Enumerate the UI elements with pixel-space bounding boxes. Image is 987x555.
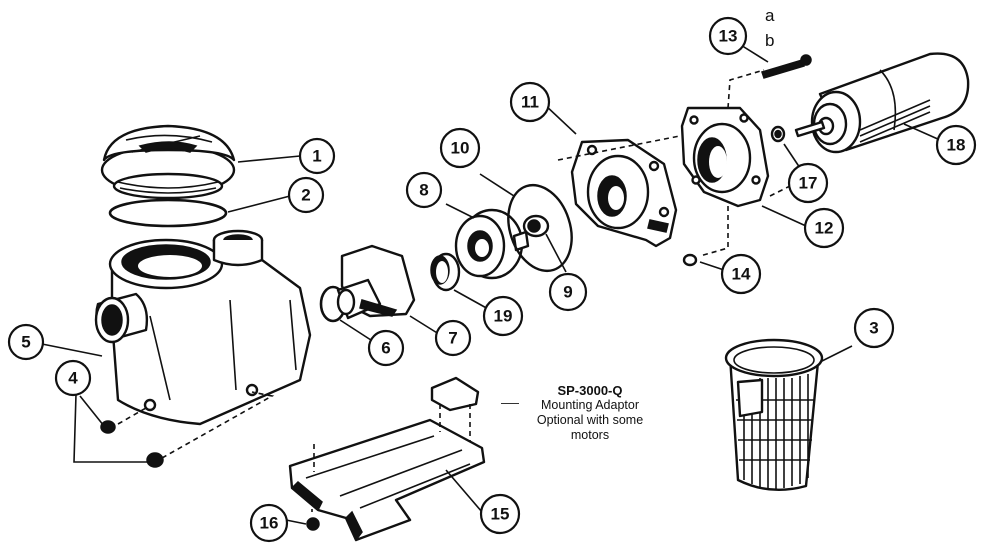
callout-14: 14 bbox=[720, 253, 762, 295]
callout-6: 6 bbox=[367, 329, 405, 367]
note-line-1: Mounting Adaptor bbox=[541, 398, 639, 412]
mounting-adaptor-note: SP-3000-Q Mounting Adaptor Optional with… bbox=[520, 383, 660, 443]
motor-mounting-plate bbox=[680, 106, 770, 208]
strainer-basket bbox=[724, 338, 824, 491]
cover-o-ring bbox=[108, 198, 228, 228]
impeller bbox=[454, 208, 530, 280]
callout-18: 18 bbox=[935, 124, 977, 166]
svg-text:12: 12 bbox=[815, 219, 834, 238]
callout-13: 13 bbox=[708, 16, 748, 56]
svg-text:18: 18 bbox=[947, 136, 966, 155]
callout-3: 3 bbox=[853, 307, 895, 349]
note-part-code: SP-3000-Q bbox=[557, 383, 623, 398]
shaft-washer bbox=[770, 125, 786, 143]
base-screw bbox=[306, 517, 320, 531]
callout-12: 12 bbox=[803, 207, 845, 249]
callout-4: 4 bbox=[54, 359, 92, 397]
note-leader-line bbox=[501, 403, 519, 404]
drain-plugs bbox=[100, 391, 275, 468]
callout-9: 9 bbox=[548, 272, 588, 312]
shaft-seal bbox=[522, 214, 550, 238]
callout-2: 2 bbox=[287, 176, 325, 214]
svg-text:6: 6 bbox=[381, 339, 390, 358]
callout-8: 8 bbox=[405, 171, 443, 209]
callout-15: 15 bbox=[479, 493, 521, 535]
svg-text:2: 2 bbox=[301, 186, 310, 205]
svg-text:13: 13 bbox=[719, 27, 738, 46]
callout-leaders bbox=[41, 41, 941, 525]
svg-text:17: 17 bbox=[799, 174, 818, 193]
impeller-ring bbox=[430, 252, 461, 292]
strainer-cover bbox=[100, 124, 236, 200]
svg-text:10: 10 bbox=[451, 139, 470, 158]
variant-label-a: a bbox=[765, 6, 775, 25]
callout-11: 11 bbox=[509, 81, 551, 123]
svg-text:15: 15 bbox=[491, 505, 510, 524]
callout-16: 16 bbox=[249, 503, 289, 543]
variant-label-b: b bbox=[765, 31, 775, 50]
callout-10: 10 bbox=[439, 127, 481, 169]
svg-text:8: 8 bbox=[419, 181, 428, 200]
svg-text:4: 4 bbox=[68, 369, 78, 388]
diffuser bbox=[336, 244, 416, 320]
svg-text:16: 16 bbox=[260, 514, 279, 533]
svg-text:11: 11 bbox=[521, 93, 539, 112]
callout-7: 7 bbox=[434, 319, 472, 357]
svg-text:5: 5 bbox=[21, 333, 30, 352]
note-line-3: motors bbox=[570, 428, 610, 442]
motor bbox=[794, 52, 970, 154]
svg-text:19: 19 bbox=[494, 307, 513, 326]
svg-text:7: 7 bbox=[448, 329, 457, 348]
callout-17: 17 bbox=[787, 162, 829, 204]
note-line-2: Optional with some bbox=[536, 413, 644, 427]
housing-bolts bbox=[761, 54, 812, 79]
callout-5: 5 bbox=[7, 323, 45, 361]
pump-housing bbox=[94, 229, 312, 426]
seal-plate-o-ring bbox=[507, 183, 573, 273]
svg-text:1: 1 bbox=[312, 147, 321, 166]
callout-1: 1 bbox=[298, 137, 336, 175]
motor-support-base bbox=[288, 376, 486, 542]
callout-19: 19 bbox=[482, 295, 524, 337]
mounting-plate-screw bbox=[682, 253, 698, 267]
svg-text:3: 3 bbox=[869, 319, 878, 338]
svg-text:9: 9 bbox=[563, 283, 572, 302]
seal-plate bbox=[570, 138, 678, 248]
svg-text:14: 14 bbox=[732, 265, 751, 284]
